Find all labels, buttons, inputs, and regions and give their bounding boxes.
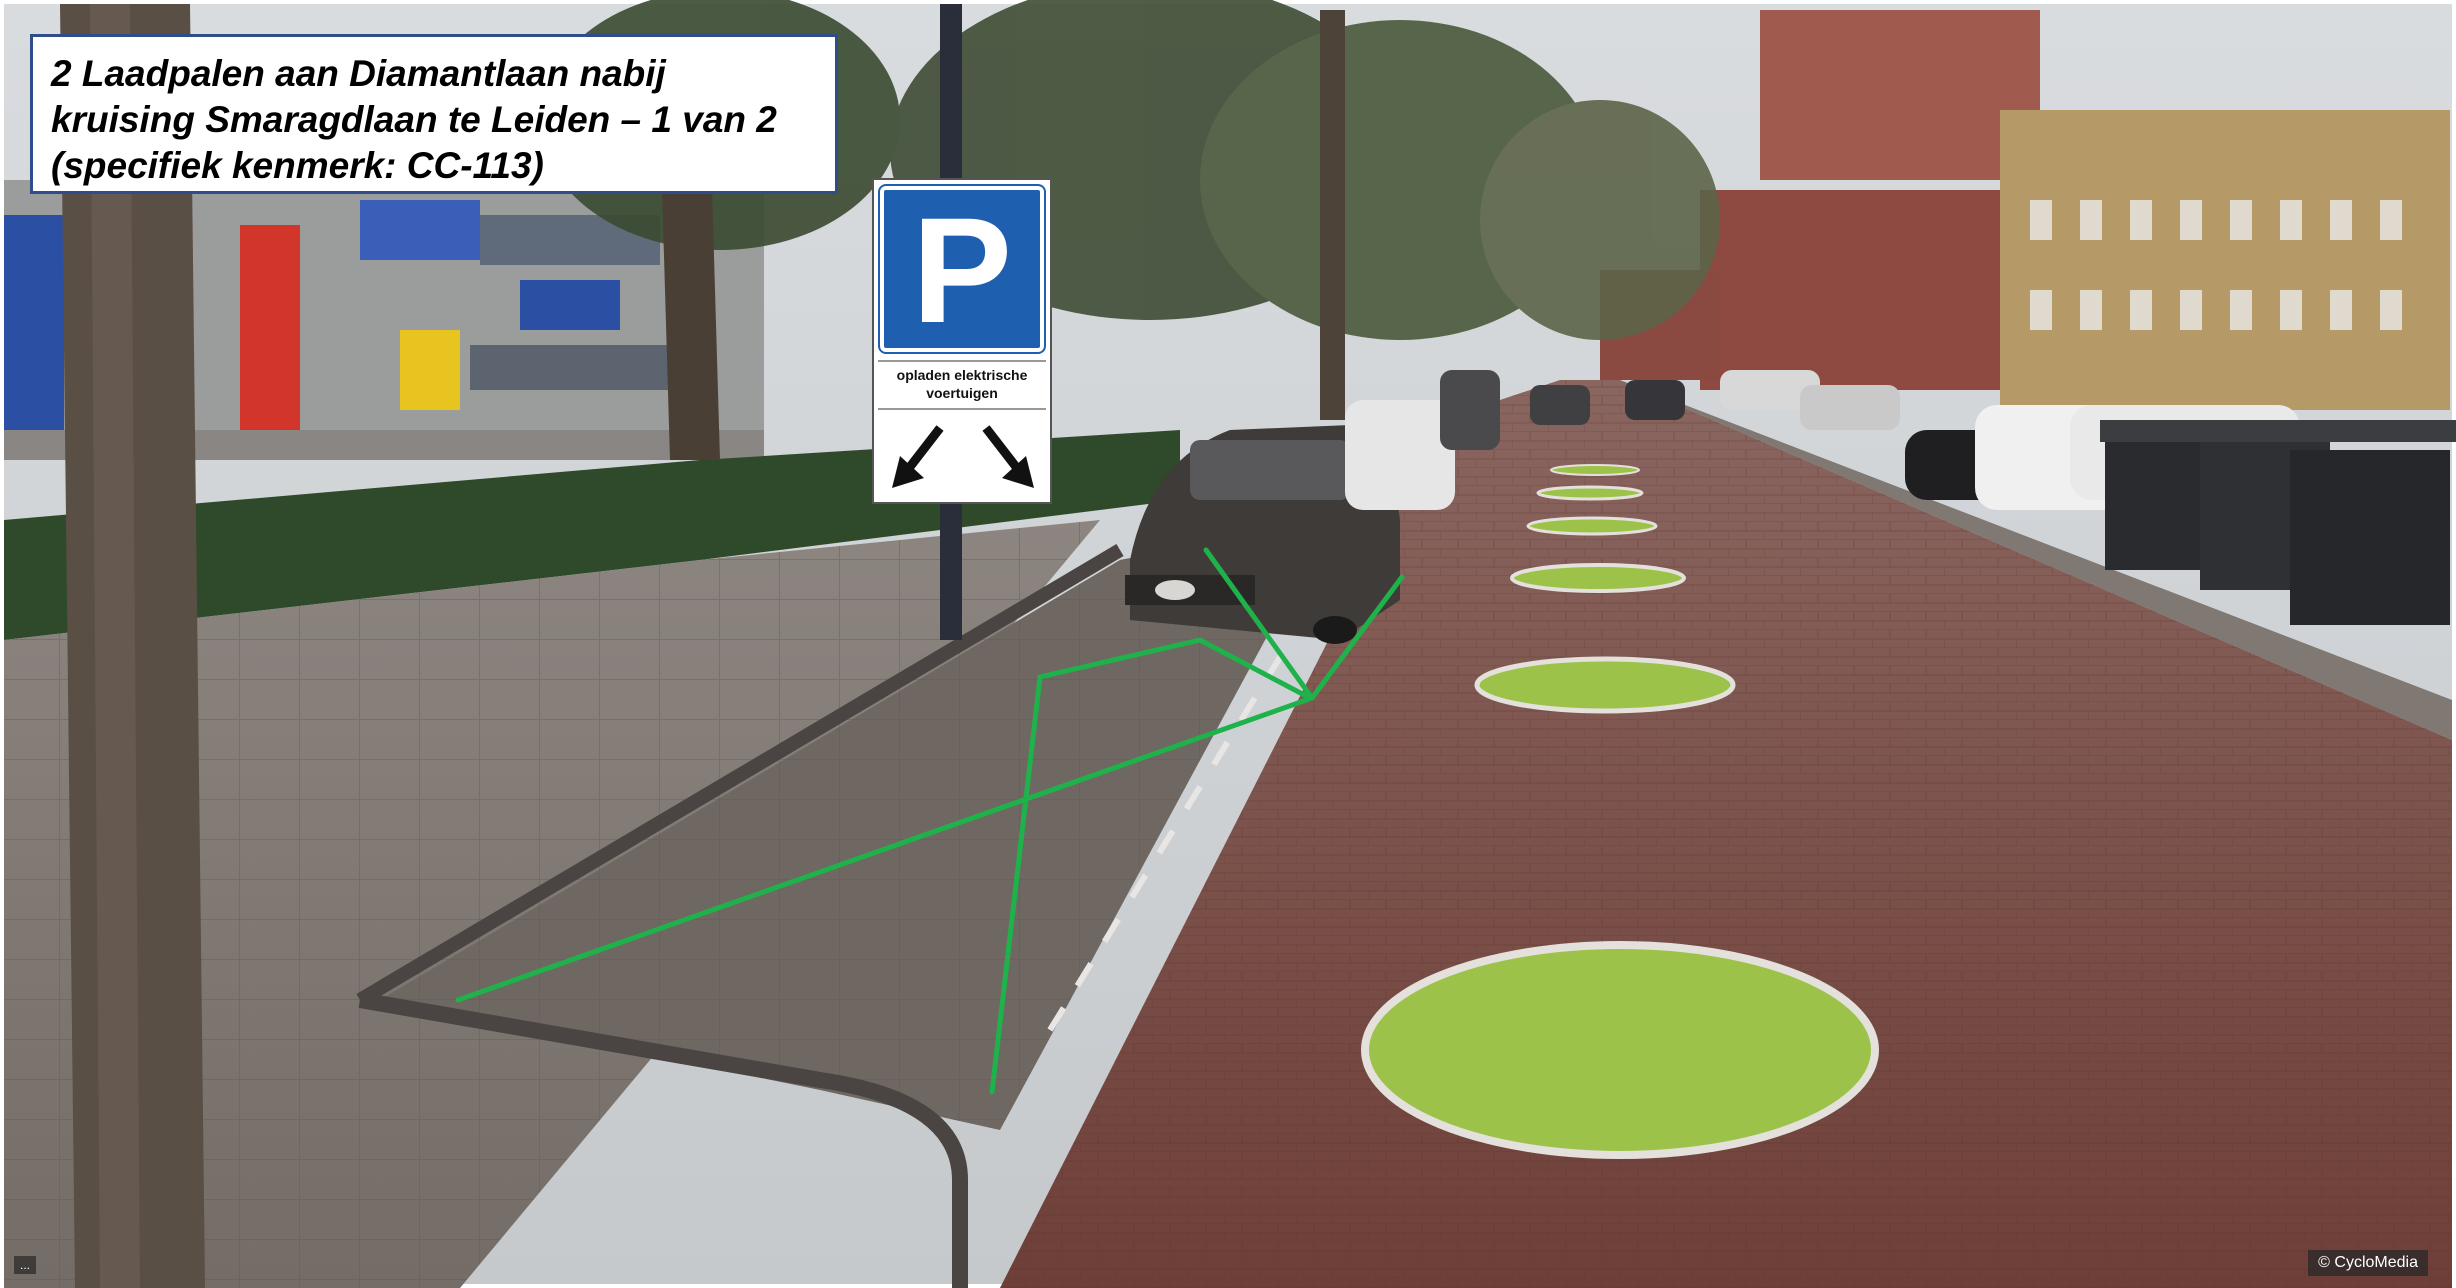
arrow-down-left-icon: [892, 425, 944, 488]
sign-arrows: [892, 425, 1034, 488]
parking-sign: P opladen elektrische voertuigen: [872, 178, 1052, 504]
parking-bay-cross: [455, 547, 1405, 1095]
tree-trunk-2: [660, 120, 720, 460]
cross-line: [989, 637, 1313, 1095]
title-text: 2 Laadpalen aan Diamantlaan nabij kruisi…: [51, 53, 777, 186]
parked-car: [1125, 425, 1400, 644]
marker-circle: [1510, 563, 1686, 593]
parking-p-symbol: P: [878, 184, 1046, 354]
sign-subtext-label: opladen elektrische voertuigen: [896, 367, 1028, 401]
curb: [356, 543, 1124, 1007]
marker-circle: [1550, 464, 1640, 476]
marker-circle: [1536, 485, 1644, 501]
title-box: 2 Laadpalen aan Diamantlaan nabij kruisi…: [30, 34, 838, 194]
tree-canopy: [540, 0, 1720, 340]
more-options-button[interactable]: ...: [14, 1256, 37, 1274]
cross-line: [1203, 547, 1315, 701]
marker-circle: [1526, 516, 1658, 536]
sign-subtext: opladen elektrische voertuigen: [878, 360, 1046, 410]
parking-symbol-text: P: [911, 186, 1013, 354]
waste-containers: [2100, 420, 2456, 625]
apartment-buildings: [1600, 10, 2450, 410]
marker-circles: [1361, 464, 1879, 1159]
parked-cars-distance: [1345, 370, 1685, 510]
bay-dashes: [1047, 558, 1343, 1032]
marker-circle: [1474, 656, 1736, 714]
arrow-down-right-icon: [982, 425, 1034, 488]
marker-circle: [1361, 941, 1879, 1159]
credit-label: © CycloMedia: [2308, 1250, 2428, 1276]
